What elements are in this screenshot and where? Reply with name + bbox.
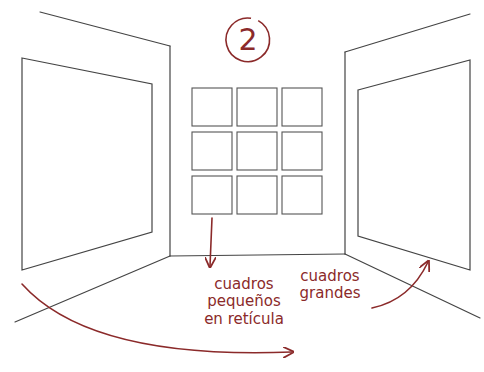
small-frame [192, 176, 232, 214]
note-label: cuadros grandes [292, 268, 368, 303]
wall-edge [40, 12, 170, 46]
small-frame [282, 88, 322, 126]
floor-edge [15, 256, 170, 322]
large-frame [22, 58, 152, 270]
small-frame [282, 132, 322, 170]
small-frame [237, 176, 277, 214]
callout-circle: 2 [225, 17, 271, 63]
wall-edge [169, 46, 170, 256]
circle-stroke [226, 18, 270, 62]
leader-arrow [372, 262, 428, 308]
large-frame [358, 60, 470, 270]
small-frame [192, 88, 232, 126]
small-frame [237, 88, 277, 126]
wall-edge [345, 14, 470, 52]
floor-edge [345, 254, 480, 318]
wall-edge [170, 254, 345, 256]
callout-number: 2 [238, 25, 257, 55]
small-frame [282, 176, 322, 214]
wall-edge [344, 52, 345, 254]
small-frame-grid [192, 88, 322, 214]
note-label: cuadros pequeños en retícula [196, 276, 292, 328]
small-frame [192, 132, 232, 170]
small-frame [237, 132, 277, 170]
leader-arrow [210, 218, 212, 266]
